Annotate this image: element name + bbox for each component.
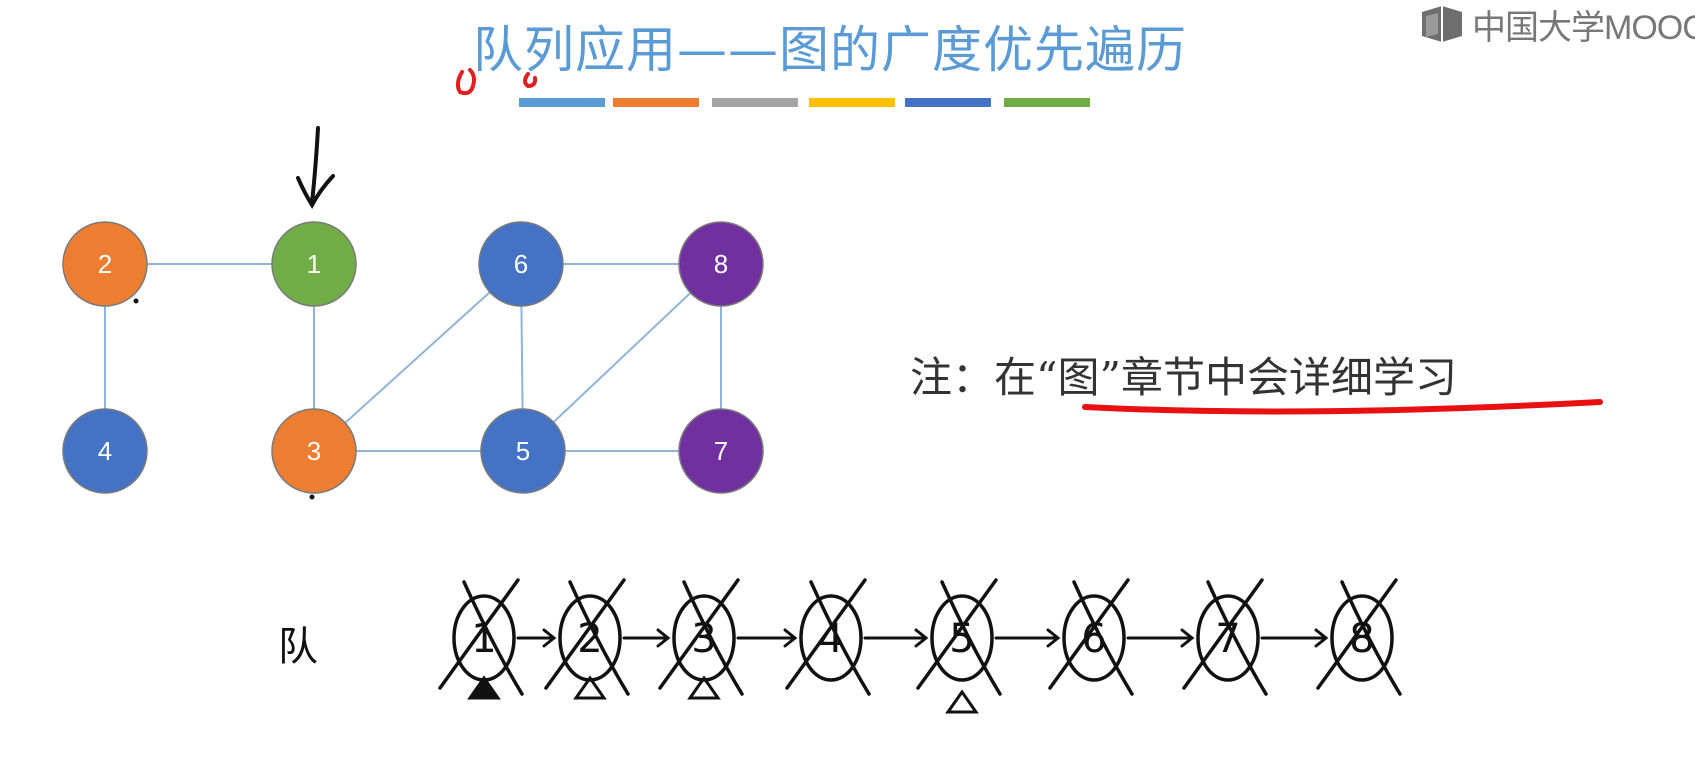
queue-cross-stroke bbox=[544, 578, 626, 690]
queue-item-circle bbox=[930, 594, 994, 682]
color-bar-6 bbox=[1004, 98, 1090, 107]
graph-node-6: 6 bbox=[478, 221, 564, 307]
graph-node-circle bbox=[480, 408, 566, 494]
title-red-marks bbox=[455, 68, 538, 96]
graph-edge-3-6 bbox=[313, 263, 522, 452]
graph-node-label: 4 bbox=[98, 436, 112, 466]
start-arrow-annotation bbox=[296, 126, 335, 210]
queue-item-4: 4 bbox=[785, 578, 871, 696]
graph-edge-5-8 bbox=[522, 263, 722, 452]
queue-item-circle bbox=[1330, 594, 1394, 682]
queue-arrow bbox=[994, 628, 1061, 648]
hand-dot bbox=[133, 298, 139, 304]
graph-node-circle bbox=[271, 408, 357, 494]
graph-nodes: 1 2 3 4 5 6 7 8 bbox=[62, 221, 764, 494]
queue-arrow bbox=[1126, 628, 1195, 648]
queue-arrow bbox=[1260, 628, 1329, 648]
graph-node-circle bbox=[478, 221, 564, 307]
graph-node-1: 1 bbox=[271, 221, 357, 307]
color-bar-2 bbox=[613, 98, 699, 107]
queue-item-5: 5 bbox=[916, 578, 1002, 714]
graph-node-circle bbox=[271, 221, 357, 307]
mooc-logo-icon bbox=[1422, 6, 1462, 42]
queue-cross-stroke bbox=[1316, 578, 1398, 690]
queue-item-circle bbox=[1196, 594, 1260, 682]
queue-arrow bbox=[516, 628, 557, 648]
graph-node-circle bbox=[678, 221, 764, 307]
color-bar-1 bbox=[519, 98, 605, 107]
graph-node-label: 8 bbox=[714, 249, 728, 279]
queue-arrow bbox=[622, 628, 671, 648]
queue-cross-stroke bbox=[682, 580, 744, 696]
graph-node-label: 2 bbox=[98, 249, 112, 279]
watermark-text: 中国大学MOOC bbox=[1472, 8, 1695, 47]
graph-node-5: 5 bbox=[480, 408, 566, 494]
queue-pointer-triangle bbox=[467, 675, 501, 700]
queue-cross-stroke bbox=[916, 578, 998, 690]
graph-node-circle bbox=[62, 408, 148, 494]
queue-pointer-triangle bbox=[945, 689, 979, 714]
queue-cross-stroke bbox=[1340, 580, 1402, 696]
graph-node-8: 8 bbox=[678, 221, 764, 307]
graph-node-label: 6 bbox=[514, 249, 528, 279]
mooc-watermark: 中国大学MOOC bbox=[1418, 4, 1695, 47]
graph-node-3: 3 bbox=[271, 408, 357, 494]
queue-item-circle bbox=[799, 594, 863, 682]
queue-cross-stroke bbox=[438, 578, 520, 690]
graph-node-label: 7 bbox=[714, 436, 728, 466]
graph-node-label: 3 bbox=[307, 436, 321, 466]
color-bar-4 bbox=[809, 98, 895, 107]
color-bar-3 bbox=[712, 98, 798, 107]
queue-cross-stroke bbox=[568, 580, 630, 696]
queue-label: 队 bbox=[278, 624, 318, 670]
queue-cross-stroke bbox=[1072, 580, 1134, 696]
queue-item-2: 2 bbox=[544, 578, 630, 700]
queue-item-3: 3 bbox=[658, 578, 744, 700]
color-bar-5 bbox=[905, 98, 991, 107]
queue-cross-stroke bbox=[940, 580, 1002, 696]
queue-item-circle bbox=[1062, 594, 1126, 682]
graph-edges bbox=[104, 263, 722, 452]
chapter-note: 注：在“图”章节中会详细学习 bbox=[910, 353, 1457, 402]
queue-cross-stroke bbox=[462, 580, 524, 696]
graph-node-circle bbox=[678, 408, 764, 494]
queue-cross-stroke bbox=[1182, 578, 1264, 690]
queue-item-8: 8 bbox=[1316, 578, 1402, 696]
hand-dot bbox=[309, 494, 315, 500]
queue-pointer-triangle bbox=[687, 675, 721, 700]
queue-cross-stroke bbox=[1206, 580, 1268, 696]
queue-cross-stroke bbox=[658, 578, 740, 690]
queue-pointer-triangle bbox=[573, 675, 607, 700]
graph-node-label: 5 bbox=[516, 436, 530, 466]
queue-item-7: 7 bbox=[1182, 578, 1268, 696]
graph-node-circle bbox=[62, 221, 148, 307]
queue-cross-stroke bbox=[1048, 578, 1130, 690]
graph-node-2: 2 bbox=[62, 221, 148, 307]
graph-node-7: 7 bbox=[678, 408, 764, 494]
queue-arrow bbox=[863, 628, 929, 648]
graph-node-label: 1 bbox=[307, 249, 321, 279]
queue-cross-stroke bbox=[809, 580, 871, 696]
queue-item-1: 1 bbox=[438, 578, 524, 700]
note-red-underline bbox=[1082, 399, 1603, 415]
slide-title: 队列应用——图的广度优先遍历 bbox=[473, 21, 1187, 79]
graph-node-4: 4 bbox=[62, 408, 148, 494]
queue-arrow bbox=[736, 628, 798, 648]
queue-cross-stroke bbox=[785, 578, 867, 690]
queue-item-6: 6 bbox=[1048, 578, 1134, 696]
